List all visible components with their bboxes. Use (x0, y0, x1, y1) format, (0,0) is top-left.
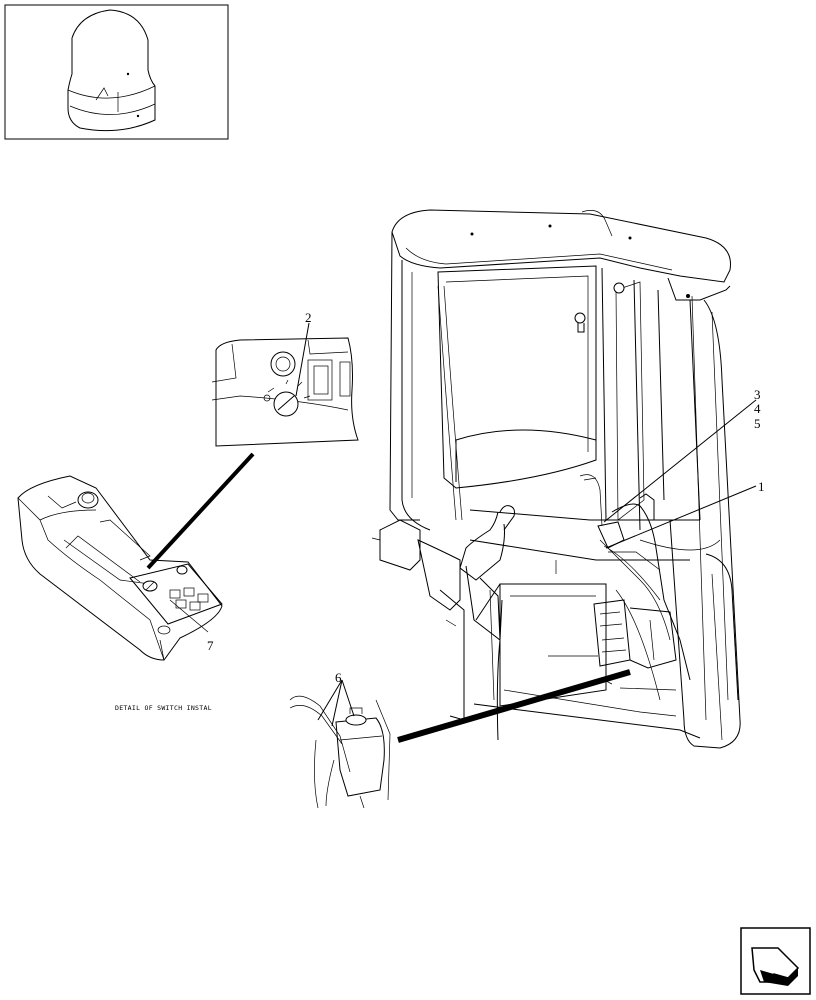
next-page-arrow-icon[interactable] (740, 927, 811, 995)
callout-6: 6 (335, 670, 342, 685)
callout-5: 5 (754, 416, 761, 431)
console-detail-view (17, 475, 223, 661)
cab-assembly-drawing (371, 209, 741, 749)
detail-caption: DETAIL OF SWITCH INSTAL (115, 704, 212, 712)
callout-7: 7 (207, 638, 214, 653)
callout-3: 3 (754, 387, 761, 402)
callout-2: 2 (305, 310, 312, 325)
callout-1: 1 (758, 479, 765, 494)
reservoir-detail-view (289, 679, 391, 809)
machine-cab-thumbnail-icon[interactable] (4, 4, 229, 140)
switch-detail-view (211, 322, 359, 447)
callout-4: 4 (754, 401, 761, 416)
leader-lines (146, 399, 757, 743)
